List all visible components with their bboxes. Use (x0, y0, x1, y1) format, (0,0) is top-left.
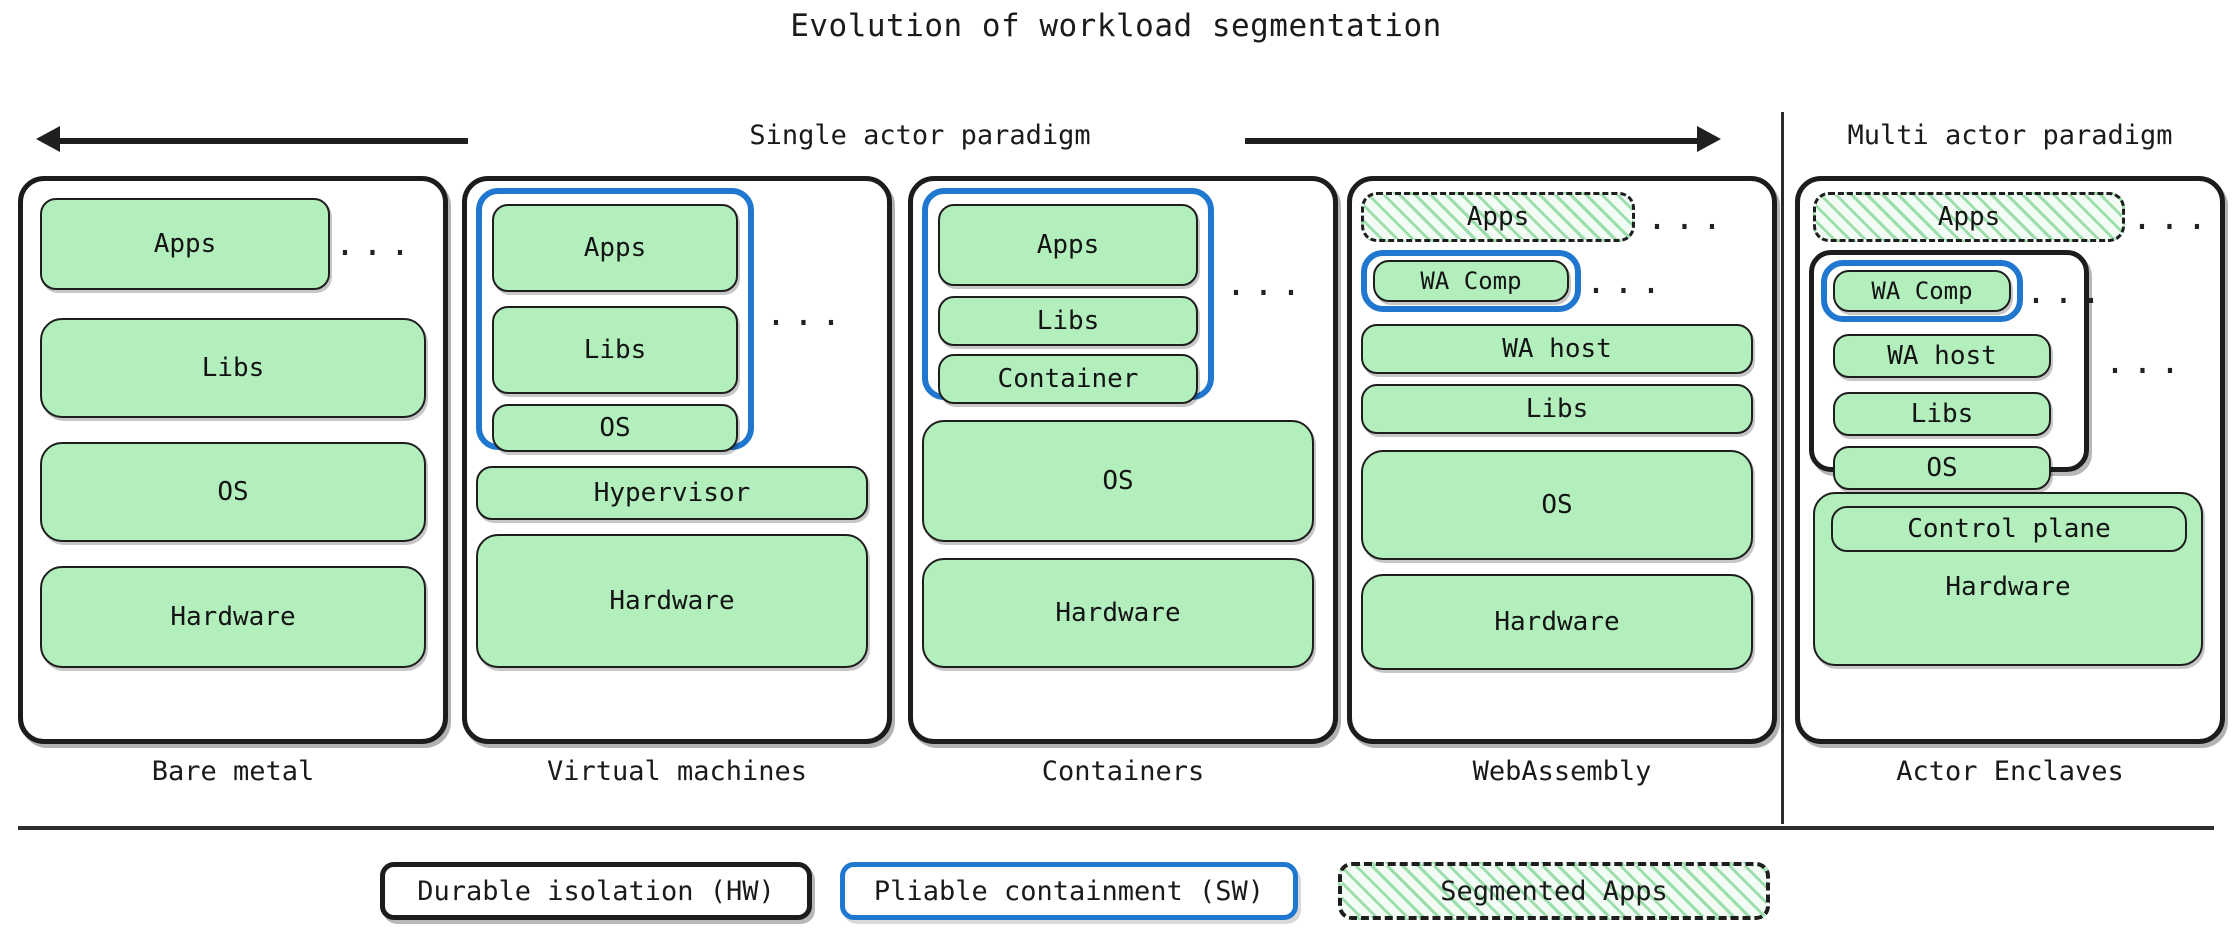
block-containers-libs[interactable]: Libs (938, 296, 1198, 346)
block-wasm-libs[interactable]: Libs (1361, 384, 1753, 434)
legend-item-pliable-containment[interactable]: Pliable containment (SW) (840, 862, 1298, 920)
pliable-containment-group-wasm (1361, 250, 1581, 312)
block-vm-apps[interactable]: Apps (492, 204, 738, 292)
stack-column-virtual-machines: Apps Libs OS ... Hypervisor Hardware (462, 176, 892, 744)
pliable-containment-group-enclave (1821, 260, 2023, 322)
block-enclave-wa-host[interactable]: WA host (1833, 334, 2051, 378)
ellipsis-bare-metal-apps: ... (334, 224, 418, 264)
ellipsis-containers: ... (1225, 264, 1309, 304)
block-vm-hardware[interactable]: Hardware (476, 534, 868, 668)
block-containers-container[interactable]: Container (938, 354, 1198, 404)
block-vm-libs[interactable]: Libs (492, 306, 738, 394)
stack-column-webassembly: Apps ... WA Comp ... WA host Libs OS Har… (1347, 176, 1777, 744)
block-wasm-wa-host[interactable]: WA host (1361, 324, 1753, 374)
ellipsis-enclave-wa-comp: ... (2025, 272, 2109, 312)
right-arrow-shaft (1245, 138, 1697, 144)
block-enclave-wa-comp[interactable]: WA Comp (1833, 270, 2011, 312)
column-label-bare-metal: Bare metal (151, 756, 315, 787)
block-vm-os[interactable]: OS (492, 404, 738, 452)
right-arrow-icon (1697, 126, 1721, 152)
block-containers-apps[interactable]: Apps (938, 204, 1198, 286)
block-containers-hardware[interactable]: Hardware (922, 558, 1314, 668)
column-label-webassembly: WebAssembly (1472, 756, 1652, 787)
block-bare-metal-os[interactable]: OS (40, 442, 426, 542)
left-arrow-shaft (56, 138, 468, 144)
column-label-containers: Containers (1041, 756, 1205, 787)
multi-actor-paradigm-label: Multi actor paradigm (1847, 120, 2173, 151)
ellipsis-vm-guest: ... (765, 294, 849, 334)
ellipsis-wasm-apps: ... (1646, 198, 1730, 238)
ellipsis-enclave-apps: ... (2131, 198, 2215, 238)
block-wasm-hardware[interactable]: Hardware (1361, 574, 1753, 670)
stack-column-containers: Apps Libs Container ... OS Hardware (908, 176, 1338, 744)
block-bare-metal-hardware[interactable]: Hardware (40, 566, 426, 668)
block-wasm-wa-comp[interactable]: WA Comp (1373, 260, 1569, 302)
ellipsis-enclave-stack: ... (2104, 342, 2188, 382)
paradigm-divider (1781, 112, 1784, 824)
block-wasm-os[interactable]: OS (1361, 450, 1753, 560)
section-divider (18, 826, 2214, 830)
stack-column-bare-metal: Apps ... Libs OS Hardware (18, 176, 448, 744)
block-enclave-libs[interactable]: Libs (1833, 392, 2051, 436)
legend-item-segmented-apps[interactable]: Segmented Apps (1338, 862, 1770, 920)
block-vm-hypervisor[interactable]: Hypervisor (476, 466, 868, 520)
block-containers-os[interactable]: OS (922, 420, 1314, 542)
block-enclave-control-plane[interactable]: Control plane (1831, 506, 2187, 552)
column-label-virtual-machines: Virtual machines (546, 756, 808, 787)
block-bare-metal-libs[interactable]: Libs (40, 318, 426, 418)
block-wasm-apps[interactable]: Apps (1361, 192, 1635, 242)
ellipsis-wasm-wa-comp: ... (1585, 262, 1669, 302)
stack-column-actor-enclaves: Apps ... WA Comp ... WA host Libs OS ...… (1795, 176, 2225, 744)
left-arrow-icon (36, 126, 60, 152)
single-actor-paradigm-label: Single actor paradigm (749, 120, 1091, 151)
block-bare-metal-apps[interactable]: Apps (40, 198, 330, 290)
paradigm-band: Single actor paradigm Multi actor paradi… (0, 108, 2232, 170)
block-enclave-apps[interactable]: Apps (1813, 192, 2125, 242)
block-enclave-os[interactable]: OS (1833, 446, 2051, 490)
legend: Durable isolation (HW) Pliable containme… (0, 862, 2232, 932)
legend-item-durable-isolation[interactable]: Durable isolation (HW) (380, 862, 812, 920)
page-title: Evolution of workload segmentation (790, 8, 1442, 44)
column-label-actor-enclaves: Actor Enclaves (1896, 756, 2124, 787)
